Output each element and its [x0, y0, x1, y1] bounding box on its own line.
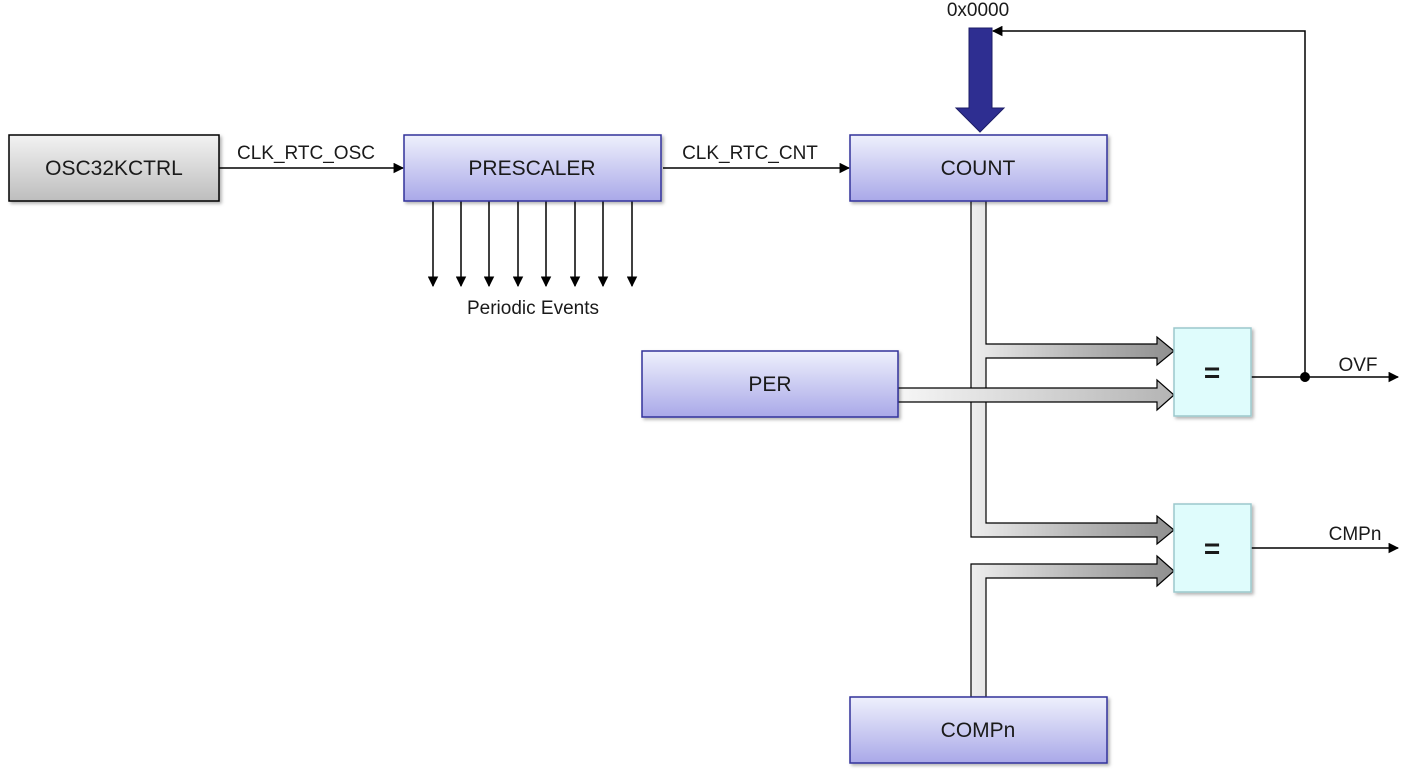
compn-label: COMPn — [941, 719, 1016, 742]
compn-bus — [970, 554, 1175, 698]
prescaler-label: PRESCALER — [468, 157, 595, 180]
ovf-label: OVF — [1338, 355, 1377, 376]
reset-value-arrow — [954, 27, 1006, 133]
periodic-events-label: Periodic Events — [467, 298, 599, 319]
osc32kctrl-label: OSC32KCTRL — [45, 157, 183, 180]
ovf-comparator: = — [1173, 327, 1252, 417]
per-bus — [897, 378, 1175, 412]
count-block: COUNT — [849, 134, 1108, 202]
count-bus — [970, 200, 1175, 546]
clk-rtc-osc-label: CLK_RTC_OSC — [237, 143, 375, 164]
compn-block: COMPn — [849, 696, 1108, 764]
clk-rtc-cnt-label: CLK_RTC_CNT — [682, 143, 818, 164]
prescaler-block: PRESCALER — [403, 134, 662, 202]
per-block: PER — [641, 350, 899, 418]
cmpn-label: CMPn — [1329, 524, 1382, 545]
periodic-event-arrows — [427, 201, 638, 288]
ovf-comparator-symbol: = — [1204, 357, 1220, 388]
cmp-comparator: = — [1173, 503, 1252, 593]
cmp-comparator-symbol: = — [1204, 533, 1220, 564]
per-label: PER — [748, 373, 791, 396]
count-label: COUNT — [941, 157, 1016, 180]
ovf-feedback-wire — [991, 25, 1306, 377]
reset-value-label: 0x0000 — [947, 0, 1009, 21]
osc32kctrl-block: OSC32KCTRL — [8, 134, 220, 202]
